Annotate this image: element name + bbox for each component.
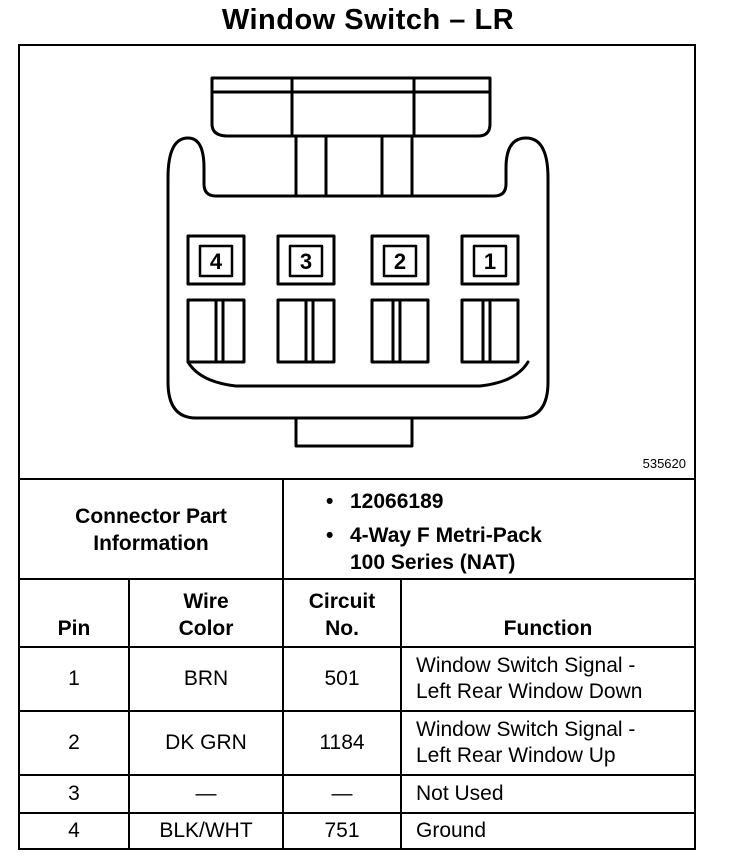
connector-info: •12066189 •4-Way F Metri-Pack 100 Series…	[284, 482, 694, 578]
row-3-function: Not Used	[416, 782, 504, 805]
divider-connector-vertical	[282, 480, 284, 580]
row-1-color: BRN	[183, 667, 229, 690]
header-circuit: Circuit No.	[308, 590, 376, 640]
part-id: 535620	[642, 456, 686, 471]
row-4-pin: 4	[68, 819, 80, 842]
row-1-circuit: 501	[324, 667, 360, 690]
terminal-label-1: 1	[484, 249, 496, 274]
header-pin: Pin	[57, 617, 91, 640]
row-3-circuit: —	[331, 782, 353, 805]
connector-series: 100 Series (NAT)	[350, 551, 516, 574]
body-inner-rim	[186, 360, 530, 388]
latch-post-left	[294, 134, 328, 198]
terminal-label-2: 2	[394, 249, 406, 274]
latch-post-right	[380, 134, 414, 198]
terminal-label-3: 3	[300, 249, 312, 274]
connector-frame: 4 3 2 1 535620 Connector Part Informatio…	[18, 44, 696, 850]
divider-row-2	[20, 774, 694, 776]
cavity-2-box	[370, 234, 430, 286]
divider-header	[20, 646, 694, 648]
header-function: Function	[503, 617, 593, 640]
divider-col-pin	[128, 580, 130, 848]
cavity-3-box	[276, 234, 336, 286]
connector-diagram: 4 3 2 1 535620	[20, 46, 694, 480]
divider-row-3	[20, 812, 694, 814]
bottom-tab	[294, 416, 414, 448]
diagram-title: Window Switch – LR	[221, 4, 515, 36]
divider-col-color	[282, 580, 284, 848]
row-3-color: —	[195, 782, 217, 805]
row-1-function: Window Switch Signal -Left Rear Window D…	[416, 654, 643, 703]
divider-col-circuit	[400, 580, 402, 848]
row-4-color: BLK/WHT	[159, 819, 253, 842]
cavity-4-box	[186, 234, 246, 286]
connector-type: •4-Way F Metri-Pack	[326, 524, 542, 547]
connector-drawing: 4 3 2 1	[166, 76, 550, 448]
latch-outline	[210, 76, 492, 138]
connector-info-label: Connector Part Information	[75, 505, 227, 555]
row-2-circuit: 1184	[319, 731, 365, 754]
row-2-function: Window Switch Signal -Left Rear Window U…	[416, 718, 636, 767]
divider-connector-info	[20, 578, 694, 580]
row-3-pin: 3	[68, 782, 80, 805]
row-2-pin: 2	[68, 731, 80, 754]
connector-body	[166, 136, 550, 420]
header-wire-color: Wire Color	[178, 590, 234, 640]
terminal-label-4: 4	[210, 249, 223, 274]
row-4-function: Ground	[416, 819, 487, 842]
row-1-pin: 1	[68, 667, 80, 690]
divider-diagram	[20, 478, 694, 480]
divider-row-1	[20, 710, 694, 712]
cavity-1-box	[460, 234, 520, 286]
row-2-color: DK GRN	[165, 731, 247, 754]
connector-part-number: •12066189	[326, 490, 444, 513]
row-4-circuit: 751	[324, 819, 360, 842]
